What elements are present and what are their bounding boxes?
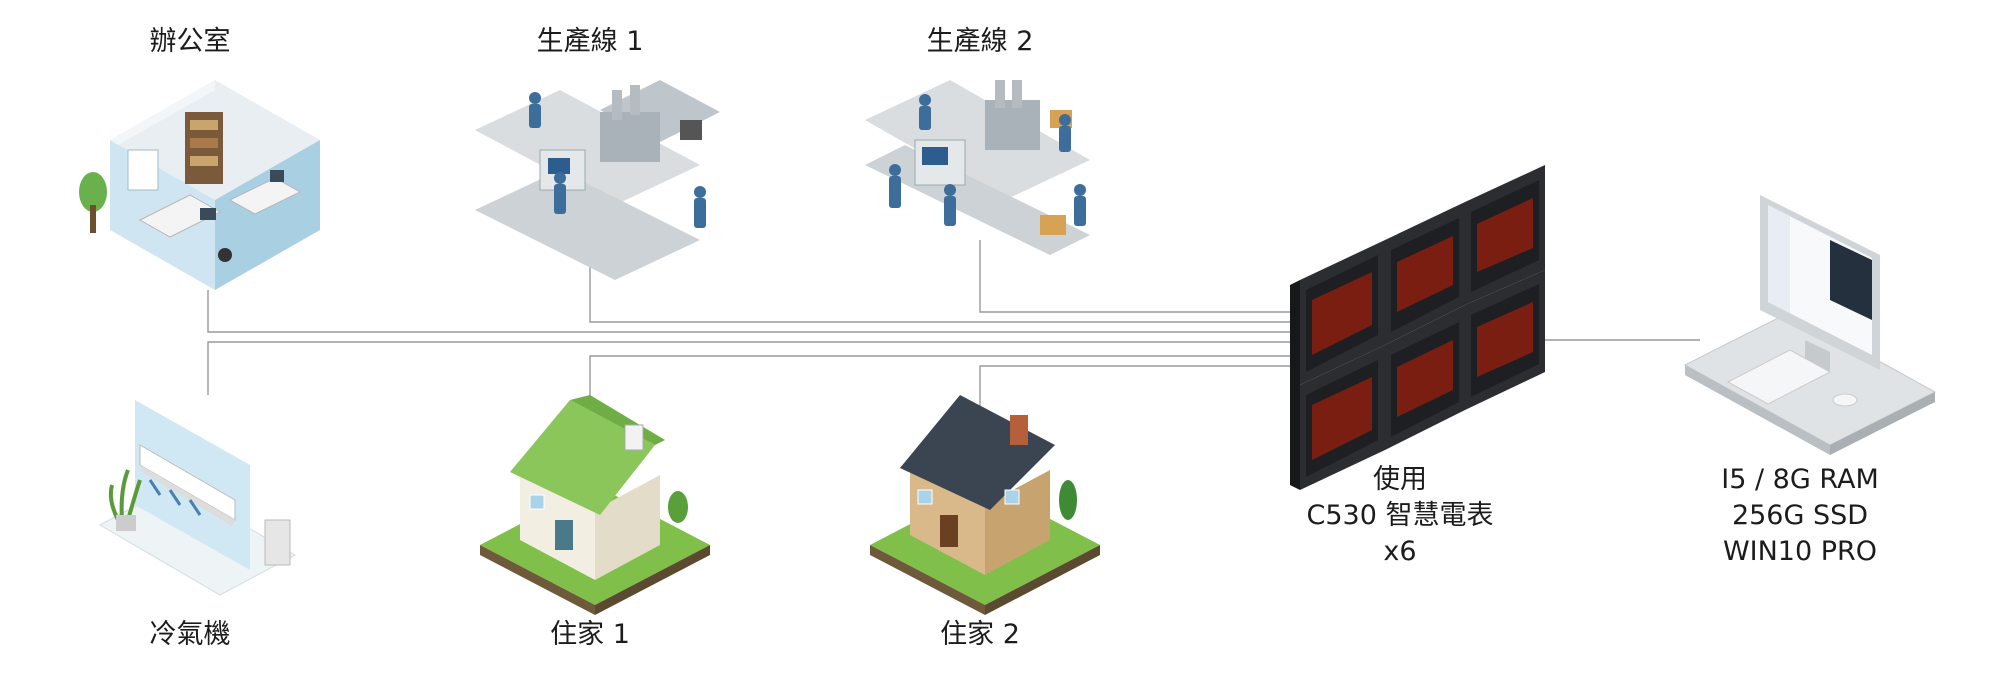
label-line1: 生產線 1 (537, 26, 644, 57)
computer-spec-line-3: WIN10 PRO (1723, 536, 1877, 567)
meter-caption-line-2: C530 智慧電表 (1307, 500, 1494, 531)
label-line2: 生產線 2 (927, 26, 1034, 57)
production-line-2-icon (865, 80, 1090, 255)
office-room-icon (79, 80, 320, 290)
power-meter-icon (1290, 165, 1545, 490)
label-office: 辦公室 (150, 26, 231, 57)
wire-aircon (207, 341, 1300, 395)
green-roof-house-icon (480, 395, 710, 615)
laptop-pc-icon (1683, 195, 1937, 455)
meter-caption-line-3: x6 (1383, 536, 1416, 567)
meter-caption-line-1: 使用 (1373, 464, 1427, 495)
production-line-1-icon (475, 80, 720, 280)
wire-office (207, 290, 1300, 333)
computer-spec-line-2: 256G SSD (1732, 500, 1868, 531)
brick-house-icon (870, 395, 1100, 615)
wire-line2 (979, 240, 1300, 313)
air-conditioner-icon (98, 400, 297, 596)
label-home1: 住家 1 (550, 619, 630, 650)
computer-spec-line-1: I5 / 8G RAM (1721, 464, 1879, 495)
wire-home2 (979, 365, 1300, 425)
label-home2: 住家 2 (940, 619, 1020, 650)
wire-line1 (589, 250, 1300, 323)
label-aircon: 冷氣機 (150, 619, 231, 650)
